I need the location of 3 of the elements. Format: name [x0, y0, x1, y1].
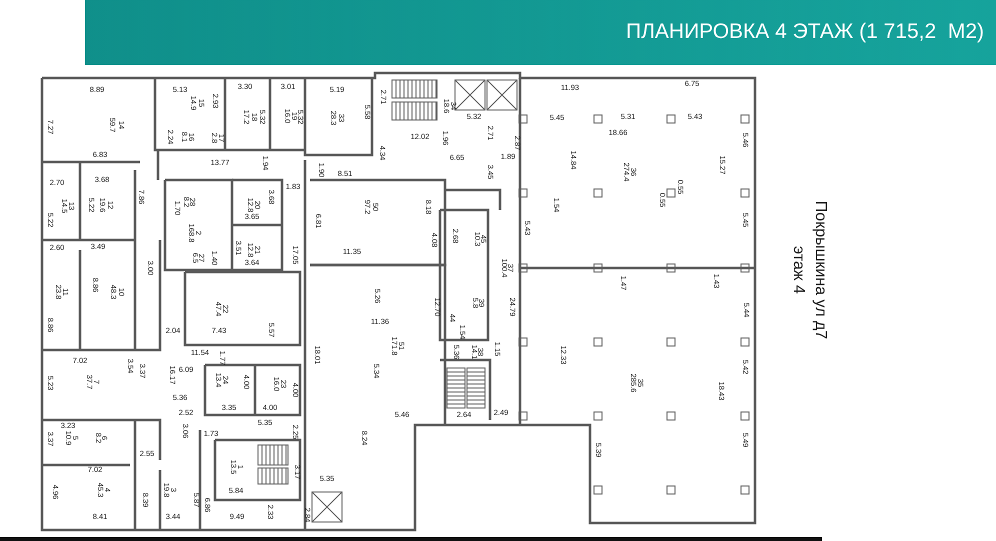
address-label: этаж 4 — [789, 246, 807, 294]
address-label: Покрышкина ул д7 — [811, 200, 829, 340]
title-text: ПЛАНИРОВКА 4 ЭТАЖ (1 715,2 М2) — [626, 20, 984, 44]
